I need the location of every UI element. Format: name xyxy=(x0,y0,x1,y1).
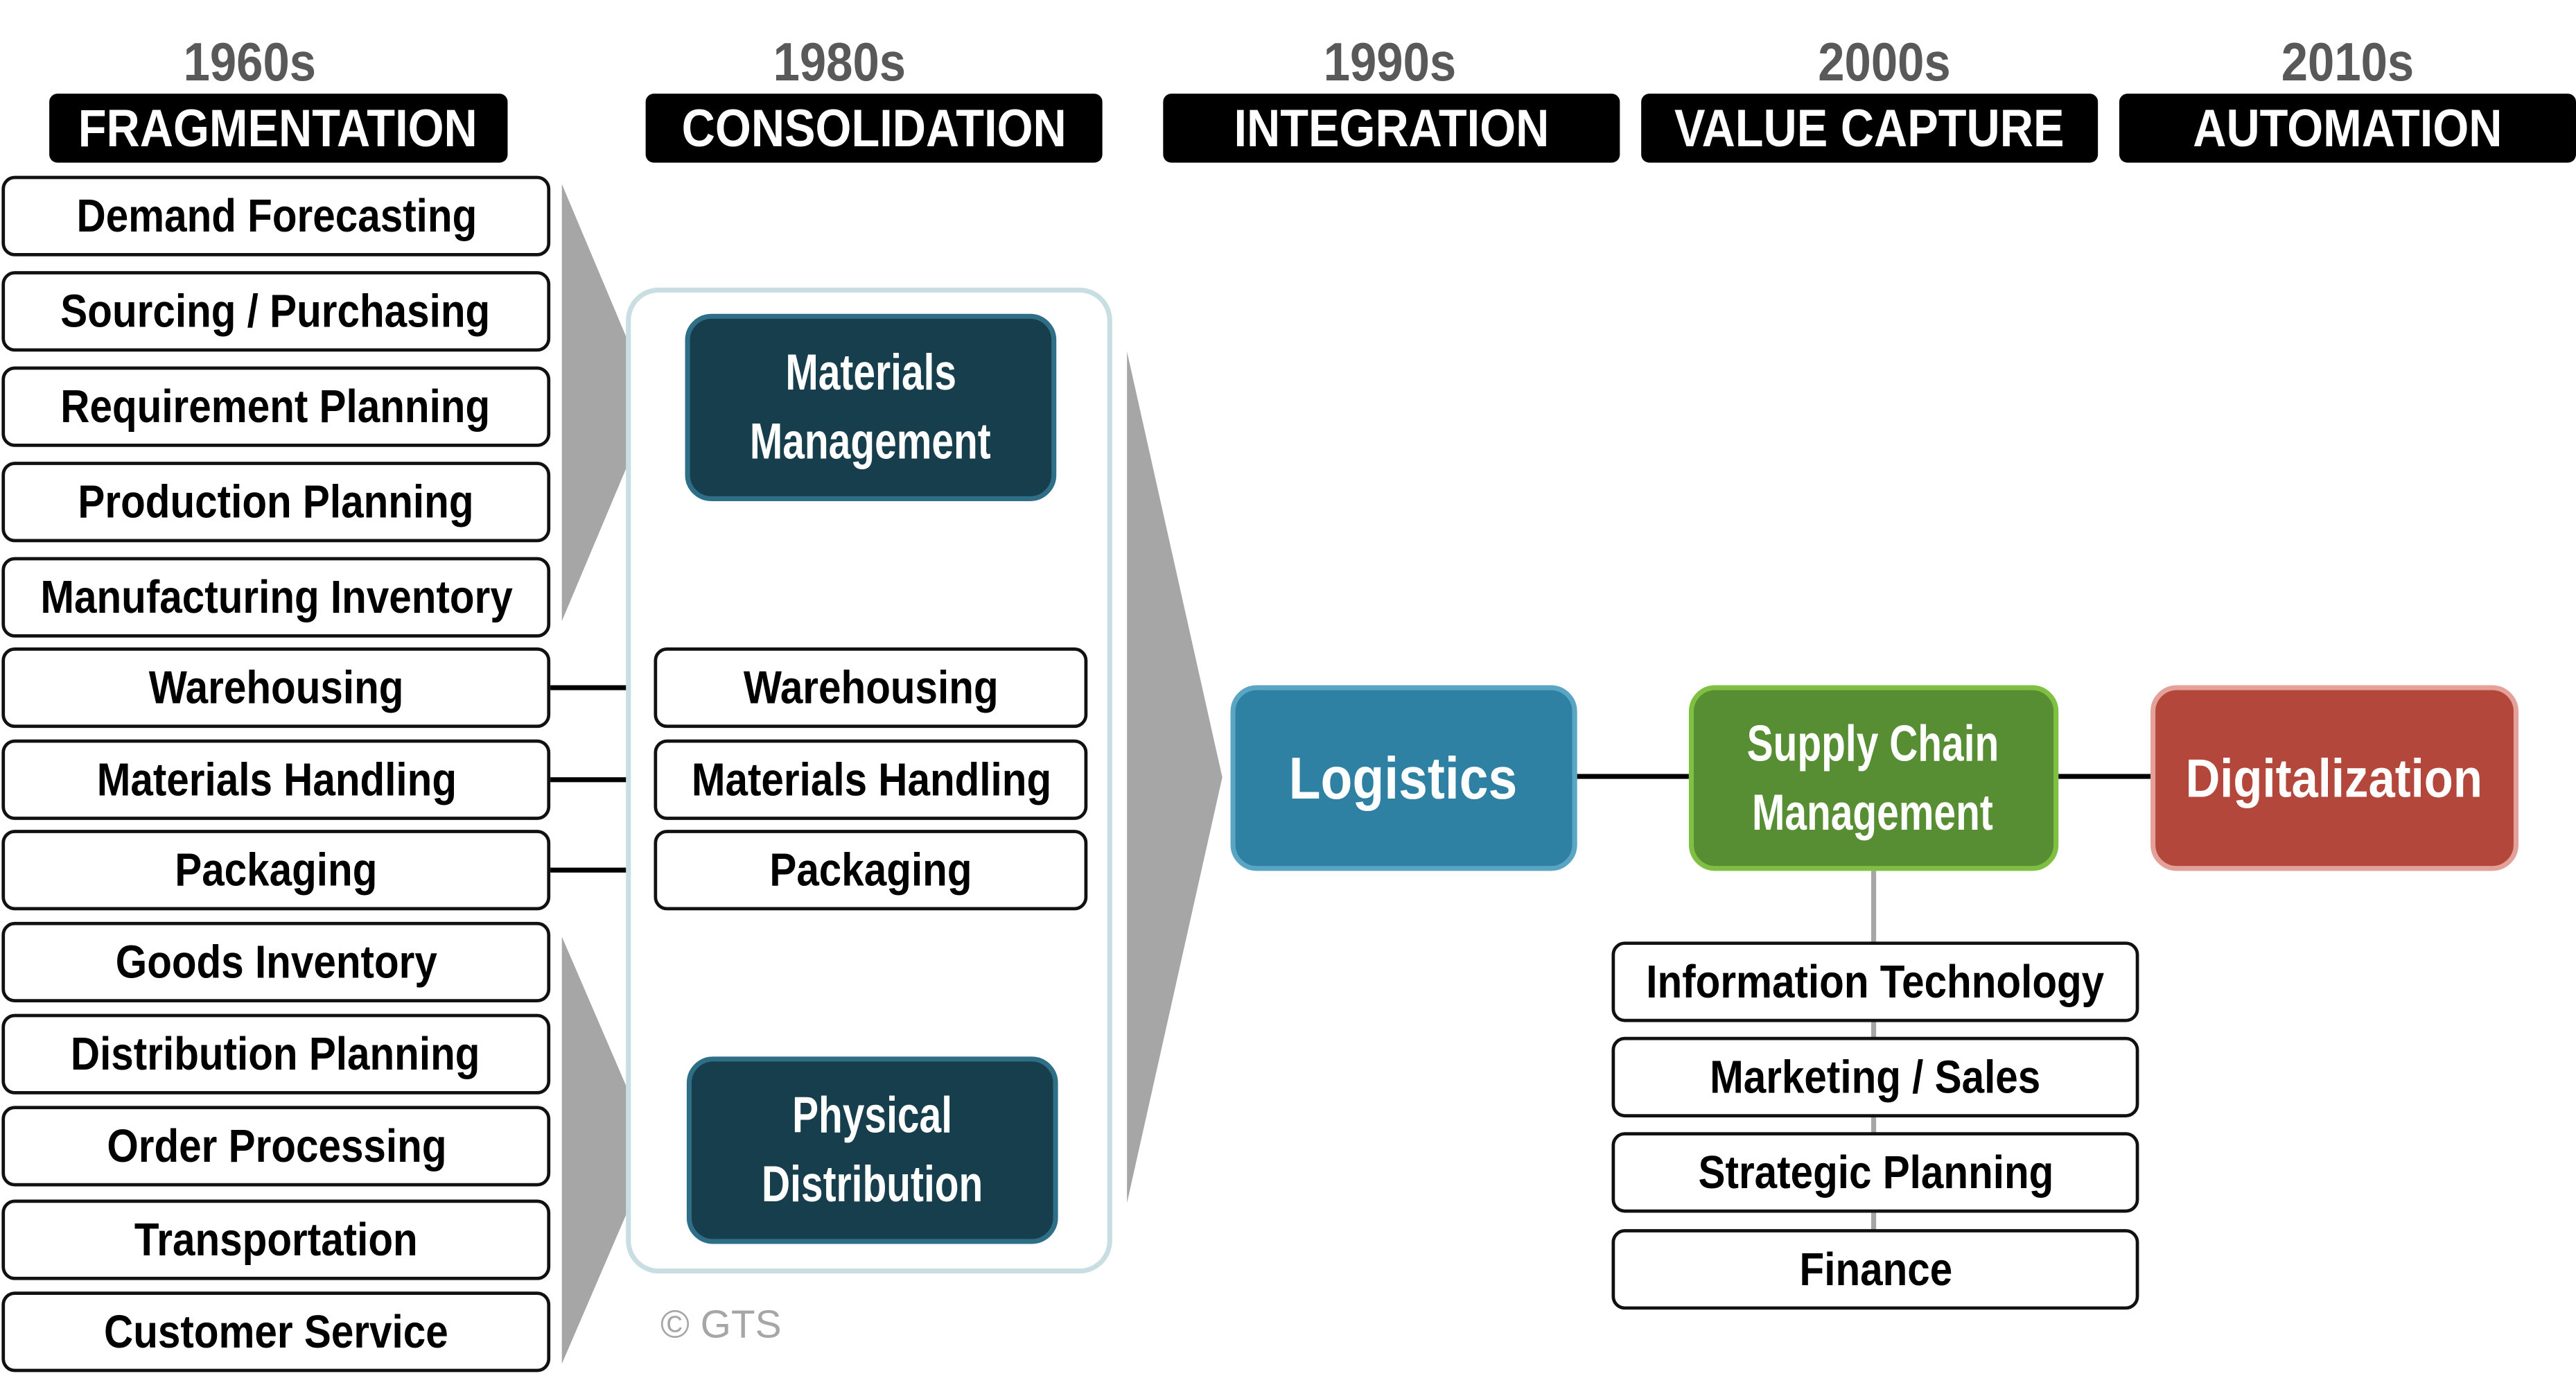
fragmentation-item: Distribution Planning xyxy=(1,1013,551,1095)
scm-function-item: Finance xyxy=(1611,1229,2139,1310)
era-year-1990s: 1990s xyxy=(1323,31,1457,92)
consolidation-item-materials-handling: Materials Handling xyxy=(654,739,1088,820)
fragmentation-item: Customer Service xyxy=(1,1291,551,1373)
era-year-1980s: 1980s xyxy=(773,31,906,92)
fragmentation-item: Materials Handling xyxy=(1,739,551,820)
era-label-integration: INTEGRATION xyxy=(1163,94,1620,163)
connector-logistics-scm xyxy=(1577,774,1689,779)
fragmentation-item: Transportation xyxy=(1,1199,551,1280)
fragmentation-item: Sourcing / Purchasing xyxy=(1,271,551,352)
era-label-fragmentation: FRAGMENTATION xyxy=(49,94,508,163)
era-year-2010s: 2010s xyxy=(2281,31,2415,92)
connector-warehousing xyxy=(550,685,654,690)
fragmentation-item: Warehousing xyxy=(1,647,551,729)
fragmentation-item: Order Processing xyxy=(1,1106,551,1187)
consolidation-item-packaging: Packaging xyxy=(654,830,1088,911)
fragmentation-item: Requirement Planning xyxy=(1,366,551,447)
copyright-text: © GTS xyxy=(660,1302,782,1348)
era-label-value-capture: VALUE CAPTURE xyxy=(1641,94,2099,163)
connector-scm-digitalization xyxy=(2058,774,2153,779)
connector-materials-handling xyxy=(550,777,654,783)
logistics-box: Logistics xyxy=(1230,685,1577,871)
fragmentation-item: Packaging xyxy=(1,830,551,911)
fragmentation-item: Manufacturing Inventory xyxy=(1,557,551,638)
era-year-2000s: 2000s xyxy=(1818,31,1951,92)
fragmentation-item: Production Planning xyxy=(1,462,551,543)
fragmentation-item: Goods Inventory xyxy=(1,921,551,1003)
scm-function-item: Information Technology xyxy=(1611,941,2139,1022)
fragmentation-item: Demand Forecasting xyxy=(1,175,551,256)
scm-function-item: Marketing / Sales xyxy=(1611,1036,2139,1117)
era-year-1960s: 1960s xyxy=(183,31,317,92)
connector-packaging xyxy=(550,867,654,873)
consolidation-item-warehousing: Warehousing xyxy=(654,647,1088,729)
scm-function-item: Strategic Planning xyxy=(1611,1132,2139,1213)
era-label-automation: AUTOMATION xyxy=(2119,94,2576,163)
digitalization-box: Digitalization xyxy=(2150,685,2519,871)
era-label-consolidation: CONSOLIDATION xyxy=(645,94,1103,163)
